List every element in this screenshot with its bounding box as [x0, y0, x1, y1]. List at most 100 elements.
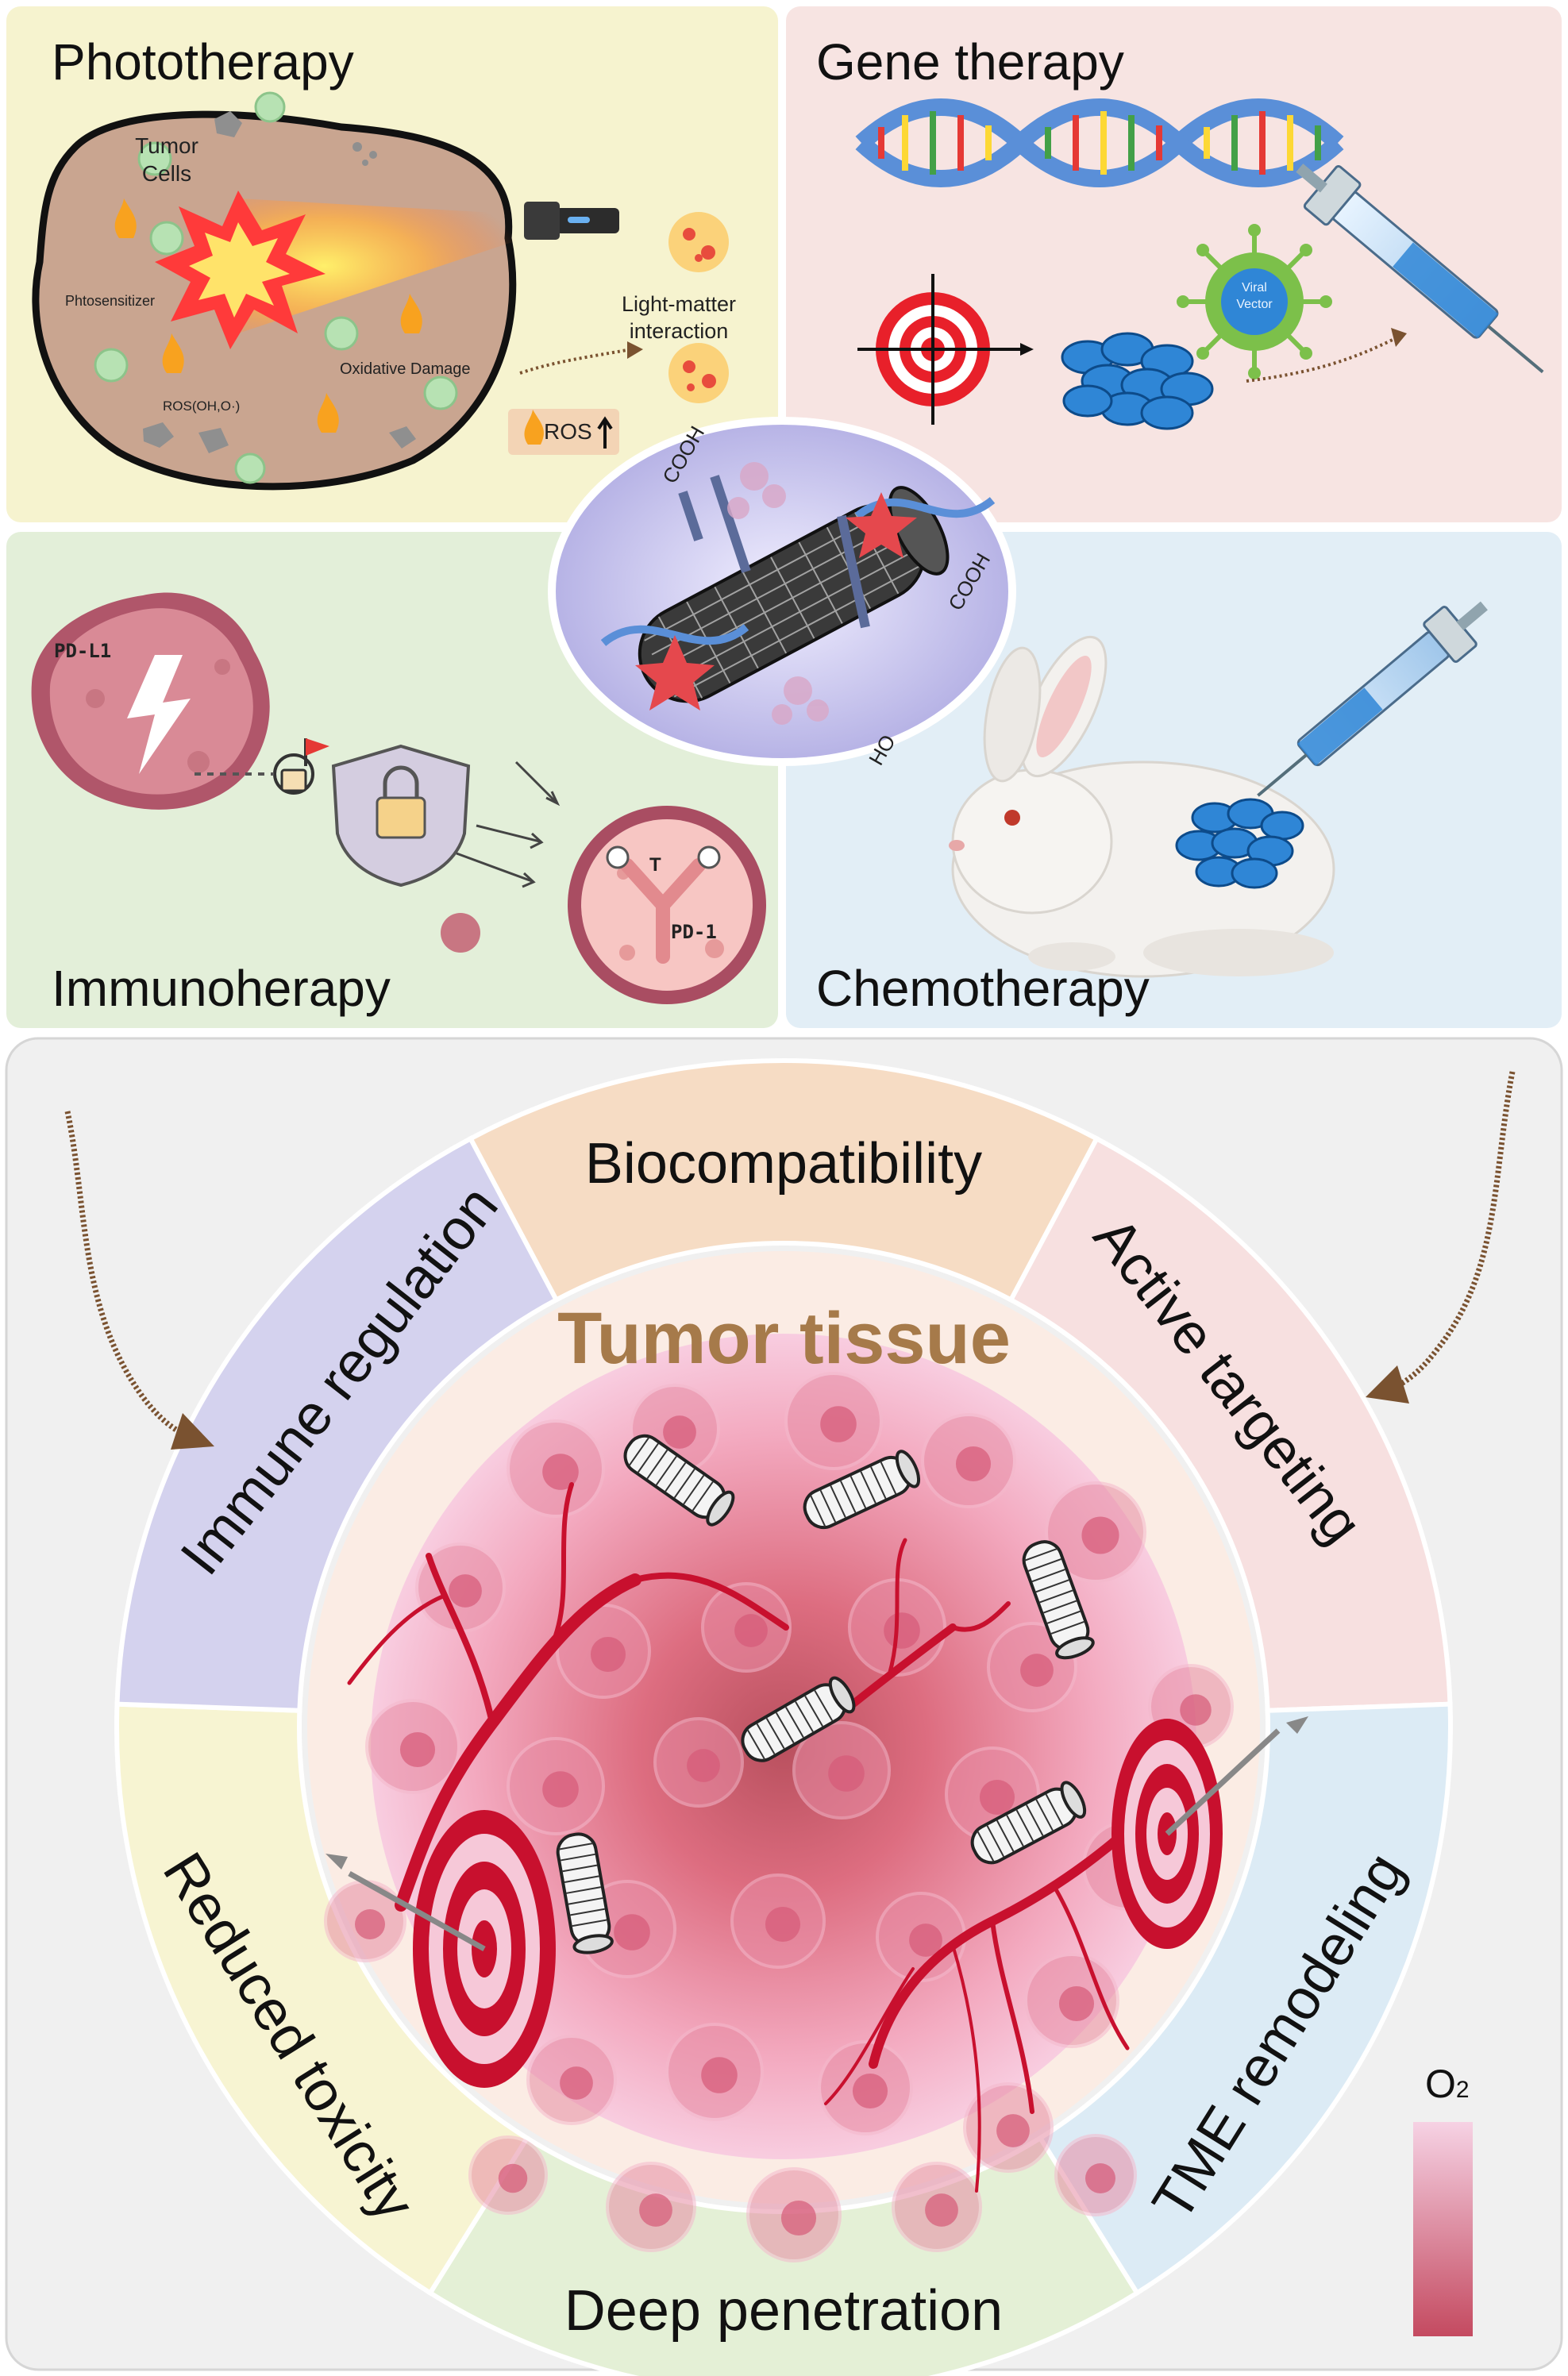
- nanotube-lattice: [746, 1728, 766, 1761]
- tumor-cell-nucleus: [852, 2073, 888, 2109]
- wheel-segment: [114, 1701, 530, 2297]
- dna-helix: [855, 98, 1344, 187]
- nanotube-lattice: [986, 1825, 1005, 1858]
- nanotube-end: [1060, 1781, 1087, 1819]
- ros-species-label: ROS(OH,O·): [163, 399, 241, 414]
- nanotube-lattice: [562, 1864, 598, 1873]
- explosion-core: [189, 222, 290, 318]
- carbon-nanotube: [556, 1832, 614, 1954]
- nanotube-lattice: [849, 1476, 867, 1508]
- nanotube-end: [895, 1450, 921, 1488]
- light-matter-label-2: interaction: [629, 319, 729, 343]
- tumor-cell-nucleus: [542, 1771, 579, 1808]
- nanotube-lattice: [809, 1494, 826, 1527]
- damaged-cell-icons: [668, 212, 729, 403]
- arrow-head: [1391, 328, 1407, 347]
- tumor-cell-nucleus: [780, 2200, 817, 2236]
- nanotube-lattice: [1006, 1815, 1024, 1847]
- nanotube-lattice: [1035, 1799, 1054, 1831]
- chemotherapy-title: Chemotherapy: [816, 960, 1150, 1017]
- carbon-nanotube: [1022, 1540, 1095, 1660]
- tumor-cell-nucleus: [1085, 2163, 1115, 2193]
- lock-icon: [273, 738, 329, 795]
- wheel-segment: [1007, 1135, 1453, 1713]
- tumor-cell-nucleus: [639, 2193, 672, 2227]
- tumor-tissue-title: Tumor tissue: [557, 1298, 1011, 1379]
- nanotube-lattice: [673, 1469, 695, 1499]
- nanotube-lattice: [880, 1461, 897, 1495]
- nanotube-lattice: [683, 1475, 705, 1505]
- tumor-cells-label-1: Tumor: [135, 133, 198, 158]
- left-target-icon: [326, 1810, 556, 2088]
- gene-therapy-panel: [786, 6, 1562, 522]
- right-curved-arrow: [1366, 1071, 1516, 1404]
- nanotube-lattice: [1050, 1620, 1085, 1635]
- tumor-cell-nucleus: [734, 1614, 768, 1647]
- chemo-syringe-icon: [1257, 601, 1488, 797]
- nanotube-lattice: [655, 1455, 677, 1486]
- light-matter-label-1: Light-matter: [621, 292, 737, 316]
- nanotube-end: [706, 1490, 735, 1527]
- light-matter-arrow: [519, 348, 632, 375]
- nanotube-lattice: [665, 1461, 687, 1492]
- tumor-cell-nucleus: [820, 1406, 857, 1442]
- tumor-cell-nucleus: [909, 1924, 942, 1957]
- nanotube-lattice: [1027, 1558, 1061, 1572]
- t-cell-label: T: [649, 854, 661, 876]
- rabbit-illustration: [949, 635, 1335, 978]
- pd-l1-tumor-cell: [31, 592, 270, 810]
- tumor-cell-nucleus: [614, 1914, 650, 1950]
- viral-vector-icon: [1177, 224, 1332, 379]
- nanotube-lattice: [1045, 1793, 1064, 1826]
- gene-delivery-arrow: [1246, 336, 1398, 383]
- nanotube-lattice: [775, 1712, 795, 1744]
- tumor-cell-nucleus: [1081, 1516, 1119, 1554]
- nanotube-end: [572, 1934, 614, 1954]
- tumor-cell-nucleus: [663, 1415, 696, 1449]
- tumor-cell-nucleus: [590, 1636, 626, 1673]
- nanotube-center: [548, 417, 1016, 766]
- viral-vector-label-2: Vector: [1236, 298, 1273, 311]
- nanotube-lattice: [840, 1481, 857, 1513]
- carbon-nanotube: [623, 1434, 735, 1527]
- tumor-cell-nucleus: [979, 1779, 1015, 1816]
- nanotube-end: [1055, 1636, 1095, 1660]
- nanotube-lattice: [795, 1700, 814, 1733]
- phototherapy-title: Phototherapy: [52, 33, 354, 90]
- nanotube-lattice: [561, 1853, 595, 1862]
- tumor-cell-nucleus: [449, 1574, 482, 1608]
- carbon-nanotube: [970, 1781, 1087, 1865]
- nanotube-lattice: [804, 1695, 823, 1727]
- cell-debris: [143, 111, 416, 453]
- gene-therapy-title: Gene therapy: [816, 33, 1124, 90]
- nanotube-lattice: [814, 1689, 834, 1722]
- pd-l1-label: PD-L1: [54, 640, 112, 662]
- nanotube-lattice: [1043, 1600, 1077, 1614]
- ros-flame-icon: [524, 410, 544, 445]
- carbon-nanotubes: [556, 1434, 1095, 1954]
- nanotube-lattice: [1039, 1589, 1073, 1604]
- tumor-cell-nucleus: [1180, 1694, 1212, 1726]
- flame-icons: [114, 198, 422, 433]
- wheel-segment: [467, 1057, 1100, 1304]
- tumor-cell-nucleus: [687, 1749, 720, 1782]
- t-cell: [568, 806, 766, 1004]
- blue-cell-cluster: [1061, 332, 1214, 430]
- flashlight-icon: [524, 202, 619, 240]
- nanotube-lattice: [860, 1471, 876, 1504]
- nanotube-lattice: [1015, 1809, 1034, 1842]
- tumor-cell-nucleus: [1020, 1654, 1054, 1687]
- tumor-cell-nucleus: [828, 1755, 865, 1792]
- nanotube-lattice: [646, 1449, 668, 1480]
- nanotube-lattice: [1026, 1804, 1044, 1836]
- nanotube-lattice: [785, 1706, 804, 1739]
- nanotube-lattice: [566, 1886, 602, 1894]
- tumor-cell-nucleus: [1058, 1985, 1095, 2022]
- nanotube-lattice: [819, 1489, 837, 1523]
- o2-gradient-bar: [1413, 2122, 1473, 2336]
- nanotube-lattice: [628, 1436, 650, 1467]
- nanotube-lattice: [977, 1830, 995, 1862]
- tumor-cells-label-2: Cells: [141, 161, 192, 186]
- nanotube-lattice: [1031, 1569, 1065, 1583]
